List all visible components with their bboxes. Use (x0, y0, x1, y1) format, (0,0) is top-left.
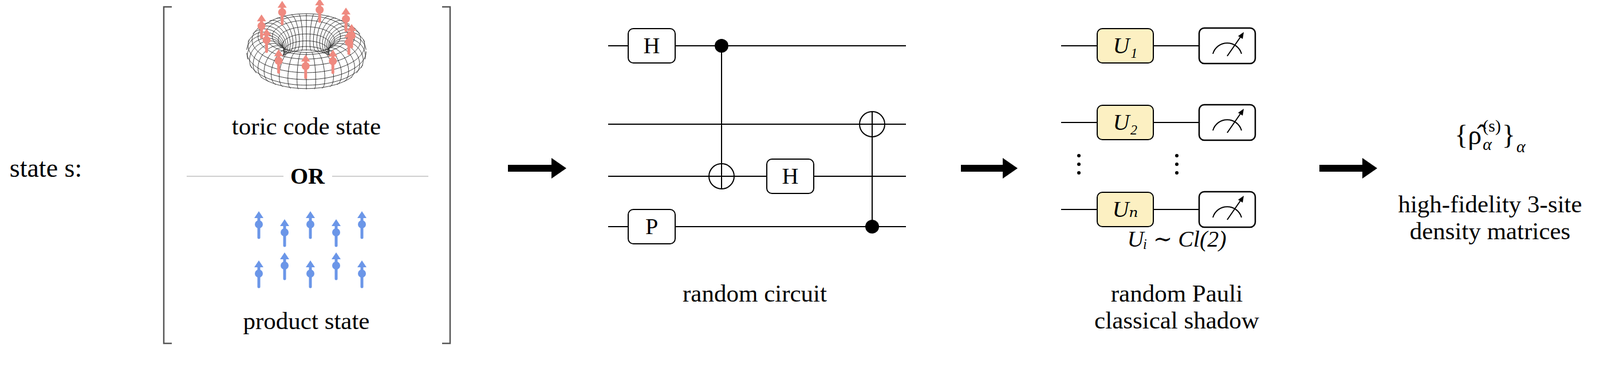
gate-label: H (782, 164, 799, 188)
ellipsis-dot (1077, 162, 1081, 167)
caption-text: random Pauli classical shadow (1073, 280, 1280, 335)
math-label: Uᵢ ∼ Cl(2) (1126, 226, 1227, 252)
caption-text: product state (243, 307, 370, 335)
math-symbol: } (1502, 121, 1516, 149)
gate-label: U₁ (1113, 34, 1138, 58)
circuit-wires (608, 45, 906, 227)
math-symbol: (s) (1482, 117, 1501, 135)
ellipsis-dot (1175, 154, 1179, 158)
unitary-box: Uₙ (1096, 191, 1154, 228)
ellipsis-dot (1077, 171, 1081, 175)
spin-arrows-blue (254, 211, 367, 287)
torus-illustration (246, 8, 367, 96)
gate-label: Uₙ (1112, 198, 1138, 222)
ellipsis-dot (1175, 162, 1179, 167)
cnot-gate (859, 111, 885, 234)
script-stack: (s)α (1482, 117, 1501, 153)
gate-label: P (645, 215, 658, 239)
or-separator: OR (284, 163, 331, 189)
gate-label: H (643, 34, 661, 58)
flow-arrow (507, 158, 567, 179)
spin-arrows-red (257, 0, 357, 78)
math-symbol: α (1482, 135, 1492, 153)
gate-label: U₂ (1113, 111, 1138, 135)
math-symbol: α (1516, 138, 1526, 156)
measurement-meter (1199, 104, 1256, 141)
shadow-wires (1061, 45, 1200, 210)
cnot-gate (708, 38, 735, 189)
unitary-box: U₂ (1096, 104, 1154, 141)
gate-box: H (766, 158, 815, 195)
state-label: state s: (9, 154, 82, 184)
unitary-box: U₁ (1096, 28, 1154, 64)
gate-box: H (627, 28, 676, 64)
ellipsis-dot (1077, 154, 1081, 158)
separator-line (332, 175, 429, 177)
caption-text: random circuit (682, 280, 827, 307)
math-symbol: {ρ̂ (1454, 121, 1482, 149)
separator-line (186, 175, 284, 177)
ellipsis-dot (1175, 171, 1179, 175)
measurement-meter (1199, 191, 1256, 228)
flow-arrow (960, 158, 1018, 179)
caption-text: high-fidelity 3-site density matrices (1395, 190, 1585, 246)
left-bracket (163, 6, 172, 344)
measurement-meter (1199, 28, 1256, 64)
right-bracket (442, 6, 451, 344)
caption-text: toric code state (231, 112, 381, 140)
gate-box: P (627, 209, 676, 245)
math-expression: {ρ̂(s)α}α (1454, 117, 1525, 153)
flow-arrow (1319, 158, 1378, 179)
